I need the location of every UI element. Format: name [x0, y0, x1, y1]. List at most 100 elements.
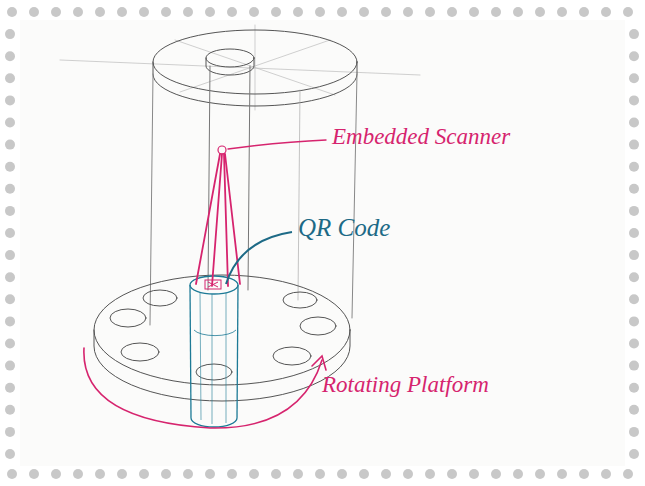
frame-dot — [117, 469, 127, 479]
frame-dot — [629, 294, 639, 304]
frame-dot — [629, 272, 639, 282]
frame-dot — [629, 140, 639, 150]
frame-dot — [403, 469, 413, 479]
frame-dot — [95, 7, 105, 17]
frame-dot — [117, 7, 127, 17]
frame-dot — [491, 7, 501, 17]
qr-label: QR Code — [298, 214, 390, 242]
frame-dot — [5, 29, 15, 39]
frame-dot — [161, 7, 171, 17]
frame-dot — [205, 469, 215, 479]
frame-dot — [51, 469, 61, 479]
frame-dot — [315, 7, 325, 17]
frame-dot — [623, 469, 633, 479]
frame-dot — [5, 405, 15, 415]
frame-dot — [601, 469, 611, 479]
frame-dot — [629, 427, 639, 437]
frame-dot — [73, 7, 83, 17]
frame-dot — [629, 339, 639, 349]
frame-dot — [629, 73, 639, 83]
frame-dot — [579, 469, 589, 479]
frame-dot — [51, 7, 61, 17]
frame-dot — [557, 7, 567, 17]
frame-dot — [629, 184, 639, 194]
frame-dot — [447, 7, 457, 17]
frame-dot — [5, 361, 15, 371]
frame-dot — [5, 184, 15, 194]
frame-dot — [249, 469, 259, 479]
frame-dot — [5, 449, 15, 459]
frame-dot — [5, 95, 15, 105]
frame-dot — [629, 405, 639, 415]
frame-dot — [629, 228, 639, 238]
frame-dot — [629, 51, 639, 61]
frame-dot — [5, 427, 15, 437]
paper-ground — [20, 20, 625, 466]
frame-dot — [183, 7, 193, 17]
frame-dot — [5, 316, 15, 326]
frame-dot — [359, 7, 369, 17]
frame-dot — [629, 118, 639, 128]
frame-dot — [139, 7, 149, 17]
frame-dot — [579, 7, 589, 17]
frame-dot — [629, 449, 639, 459]
dotted-frame — [5, 7, 639, 479]
qr-leader — [226, 232, 292, 284]
frame-dot — [29, 469, 39, 479]
frame-dot — [315, 469, 325, 479]
frame-dot — [5, 118, 15, 128]
frame-dot — [337, 7, 347, 17]
frame-dot — [629, 162, 639, 172]
frame-dot — [5, 383, 15, 393]
frame-dot — [5, 140, 15, 150]
frame-dot — [73, 469, 83, 479]
platform-label: Rotating Platform — [322, 372, 489, 397]
frame-dot — [629, 206, 639, 216]
frame-dot — [447, 469, 457, 479]
frame-dot — [293, 7, 303, 17]
frame-dot — [5, 228, 15, 238]
frame-dot — [535, 7, 545, 17]
frame-dot — [629, 361, 639, 371]
frame-dot — [139, 469, 149, 479]
frame-dot — [205, 7, 215, 17]
frame-dot — [425, 469, 435, 479]
frame-dot — [557, 469, 567, 479]
frame-dot — [337, 469, 347, 479]
frame-dot — [271, 469, 281, 479]
frame-dot — [95, 469, 105, 479]
frame-dot — [381, 469, 391, 479]
frame-dot — [513, 469, 523, 479]
frame-dot — [629, 316, 639, 326]
frame-dot — [161, 469, 171, 479]
frame-dot — [469, 469, 479, 479]
frame-dot — [535, 469, 545, 479]
frame-dot — [5, 51, 15, 61]
frame-dot — [7, 469, 17, 479]
frame-dot — [183, 469, 193, 479]
frame-dot — [425, 7, 435, 17]
frame-dot — [5, 162, 15, 172]
frame-dot — [629, 95, 639, 105]
frame-dot — [227, 469, 237, 479]
frame-dot — [623, 7, 633, 17]
frame-dot — [249, 7, 259, 17]
frame-dot — [227, 7, 237, 17]
frame-dot — [629, 29, 639, 39]
frame-dot — [7, 7, 17, 17]
frame-dot — [359, 469, 369, 479]
frame-dot — [513, 7, 523, 17]
frame-dot — [629, 250, 639, 260]
cylinder-sketch — [60, 25, 420, 401]
frame-dot — [601, 7, 611, 17]
frame-dot — [469, 7, 479, 17]
frame-dot — [403, 7, 413, 17]
frame-dot — [629, 383, 639, 393]
frame-dot — [5, 73, 15, 83]
scanner-beams — [196, 140, 326, 286]
frame-dot — [271, 7, 281, 17]
frame-dot — [5, 294, 15, 304]
frame-dot — [29, 7, 39, 17]
